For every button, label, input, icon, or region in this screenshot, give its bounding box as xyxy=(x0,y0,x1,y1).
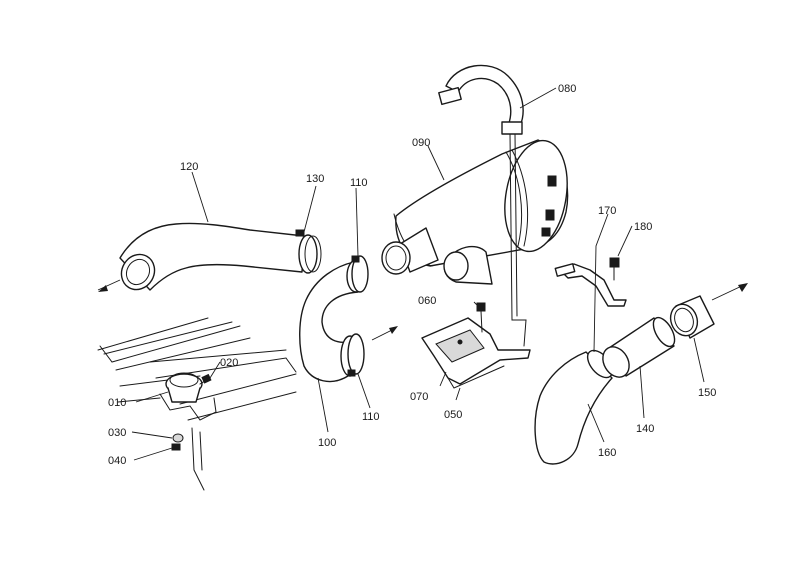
part-020-bolt xyxy=(199,373,212,385)
label-180: 180 xyxy=(634,221,652,233)
inlet-arrow-left xyxy=(97,279,121,292)
part-labels: 010 020 030 040 050 060 070 080 090 100 … xyxy=(108,83,716,467)
part-170-support-bracket xyxy=(554,263,627,307)
label-090: 090 xyxy=(412,137,430,149)
part-060-bolt xyxy=(476,302,486,333)
part-120-intake-hose xyxy=(119,222,305,291)
part-130-hose-clamp xyxy=(295,229,322,274)
part-010-intake-fitting xyxy=(165,372,203,403)
part-110-clamp-lower xyxy=(347,333,365,377)
label-030: 030 xyxy=(108,427,126,439)
part-180-bolt xyxy=(609,257,620,281)
part-080-mounting-band xyxy=(438,64,527,347)
label-020: 020 xyxy=(220,357,238,369)
label-150: 150 xyxy=(698,387,716,399)
label-100: 100 xyxy=(318,437,336,449)
part-090-air-cleaner xyxy=(381,139,569,285)
label-010: 010 xyxy=(108,397,126,409)
label-110-lower: 110 xyxy=(362,411,380,423)
inlet-arrow-right xyxy=(711,283,748,301)
label-080: 080 xyxy=(558,83,576,95)
label-050: 050 xyxy=(444,409,462,421)
flow-arrow-elbow xyxy=(371,326,398,341)
label-070: 070 xyxy=(410,391,428,403)
engine-hood-panel xyxy=(97,317,297,491)
label-060: 060 xyxy=(418,295,436,307)
label-120: 120 xyxy=(180,161,198,173)
label-170: 170 xyxy=(598,205,616,217)
label-130: 130 xyxy=(306,173,324,185)
label-140: 140 xyxy=(636,423,654,435)
part-150-sleeve xyxy=(669,295,715,339)
part-030-washer xyxy=(172,433,184,443)
part-050-bracket xyxy=(421,317,531,389)
leader-lines xyxy=(131,87,705,461)
part-110-clamp-upper xyxy=(351,255,369,293)
part-140-oval-duct xyxy=(602,316,676,378)
label-040: 040 xyxy=(108,455,126,467)
part-040-bolt xyxy=(171,443,181,451)
label-160: 160 xyxy=(598,447,616,459)
label-110-upper: 110 xyxy=(350,177,368,189)
